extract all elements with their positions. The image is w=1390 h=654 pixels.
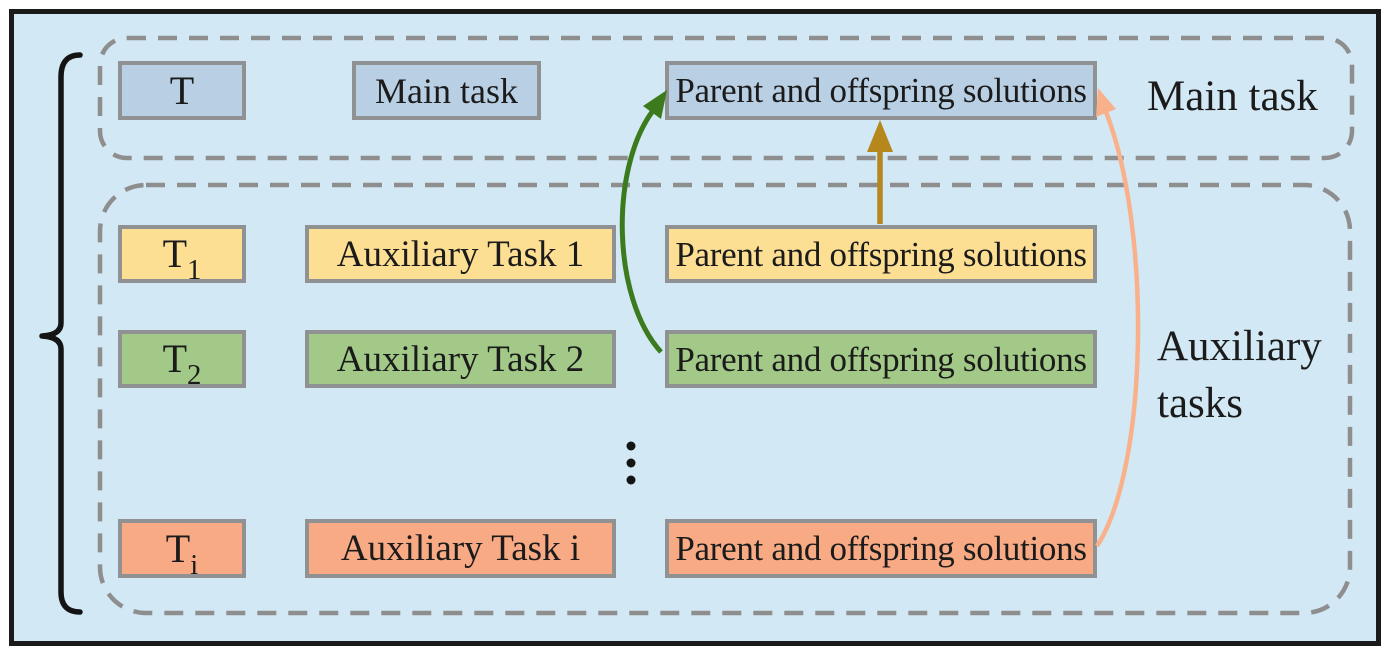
task-label-auxi: Auxiliary Task i: [340, 528, 581, 569]
t-symbol-aux2: T: [162, 336, 188, 381]
t-subscript-aux1: 1: [187, 254, 202, 287]
task-label-aux1: Auxiliary Task 1: [336, 233, 585, 275]
task-label-aux2: Auxiliary Task 2: [336, 338, 585, 380]
solutions-box-main: Parent and offspring solutions: [665, 61, 1097, 120]
auxiliary-tasks-region-label: Auxiliary tasks: [1157, 318, 1322, 432]
t-symbol-aux1: T: [162, 231, 188, 276]
t-symbol-main: T: [169, 67, 195, 113]
auxiliary-tasks-region-label-line1: Auxiliary: [1157, 323, 1322, 370]
solutions-box-aux2: Parent and offspring solutions: [665, 330, 1097, 388]
solutions-label-aux2: Parent and offspring solutions: [675, 339, 1087, 379]
task-label-main: Main task: [375, 70, 518, 111]
auxiliary-tasks-region-label-line2: tasks: [1157, 380, 1243, 427]
t-subscript-auxi: i: [190, 549, 199, 582]
solutions-label-main: Parent and offspring solutions: [675, 71, 1087, 110]
task-box-aux2: Auxiliary Task 2: [305, 330, 616, 388]
task-box-aux1: Auxiliary Task 1: [305, 225, 616, 283]
task-box-auxi: Auxiliary Task i: [305, 519, 616, 578]
task-box-main: Main task: [352, 61, 541, 120]
solutions-label-aux1: Parent and offspring solutions: [675, 234, 1087, 274]
solutions-box-aux1: Parent and offspring solutions: [665, 225, 1097, 283]
t-box-main: T: [118, 61, 246, 120]
solutions-label-auxi: Parent and offspring solutions: [675, 529, 1087, 568]
main-task-region-label: Main task: [1147, 73, 1318, 120]
t-subscript-aux2: 2: [187, 359, 202, 392]
t-symbol-auxi: T: [165, 525, 191, 571]
solutions-box-auxi: Parent and offspring solutions: [665, 519, 1097, 578]
